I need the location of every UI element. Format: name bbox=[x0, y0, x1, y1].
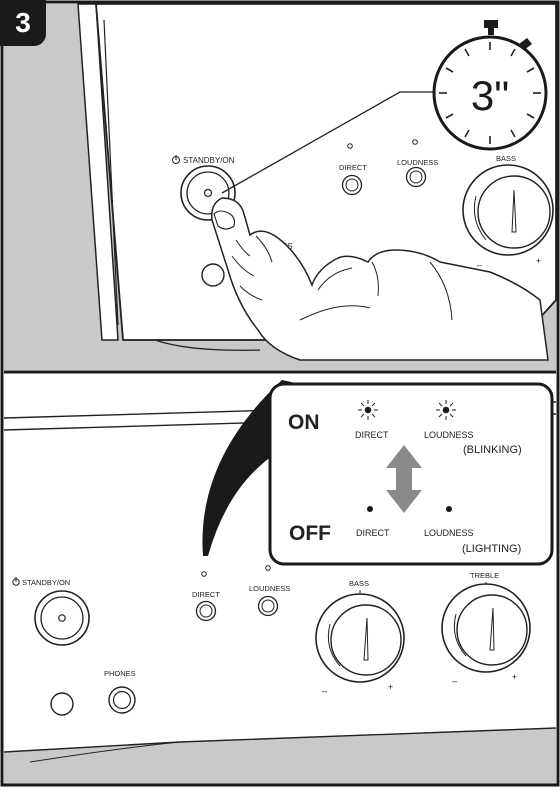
bass-minus-bottom: – bbox=[322, 686, 327, 696]
standby-button-bottom[interactable] bbox=[35, 591, 89, 645]
bass-knob-bottom[interactable] bbox=[316, 594, 404, 682]
direct-label-top: DIRECT bbox=[339, 163, 367, 172]
phones-jack-top bbox=[202, 264, 224, 286]
on-label: ON bbox=[288, 411, 320, 434]
direct-button-bottom[interactable] bbox=[197, 602, 216, 621]
treble-label-bottom: TREBLE bbox=[470, 571, 499, 580]
bass-minus-top: – bbox=[477, 260, 482, 270]
timer-label: 3" bbox=[471, 72, 509, 119]
led-blinking-icon bbox=[436, 400, 456, 420]
bass-label-top: BASS bbox=[496, 154, 516, 163]
phones-label-bottom: PHONES bbox=[104, 669, 136, 678]
off-direct-label: DIRECT bbox=[356, 528, 390, 538]
led-lit-icon bbox=[367, 506, 373, 512]
jack-bottom bbox=[51, 693, 73, 715]
top-scene: STANDBY/ON NES DIRECT LOUDNESS BASS – + bbox=[4, 4, 556, 370]
direct-label-bottom: DIRECT bbox=[192, 590, 220, 599]
on-loudness-label: LOUDNESS bbox=[424, 430, 474, 440]
bass-label-bottom: BASS bbox=[349, 579, 369, 588]
standby-label-bottom: STANDBY/ON bbox=[22, 578, 70, 587]
on-direct-label: DIRECT bbox=[355, 430, 389, 440]
bass-knob-top[interactable] bbox=[463, 165, 553, 255]
standby-label-top: STANDBY/ON bbox=[183, 156, 235, 165]
bass-plus-bottom: + bbox=[388, 682, 393, 692]
blinking-label: (BLINKING) bbox=[463, 444, 522, 456]
loudness-label-bottom: LOUDNESS bbox=[249, 584, 290, 593]
bass-plus-top: + bbox=[536, 256, 541, 266]
lighting-label: (LIGHTING) bbox=[462, 543, 521, 555]
off-label: OFF bbox=[289, 522, 331, 545]
direct-button-top[interactable] bbox=[343, 176, 362, 195]
led-callout: ON OFF bbox=[270, 384, 552, 564]
loudness-button-top[interactable] bbox=[407, 168, 426, 187]
treble-plus-bottom: + bbox=[512, 672, 517, 682]
led-blinking-icon bbox=[358, 400, 378, 420]
treble-knob-bottom[interactable] bbox=[442, 584, 530, 672]
led-lit-icon bbox=[446, 506, 452, 512]
loudness-button-bottom[interactable] bbox=[259, 597, 278, 616]
bottom-scene: STANDBY/ON PHONES DIRECT LOUDNESS BASS bbox=[4, 374, 556, 785]
off-loudness-label: LOUDNESS bbox=[424, 528, 474, 538]
loudness-label-top: LOUDNESS bbox=[397, 158, 438, 167]
phones-jack-bottom[interactable] bbox=[109, 687, 135, 713]
treble-minus-bottom: – bbox=[452, 676, 457, 686]
step-number-badge: 3 bbox=[0, 0, 46, 46]
